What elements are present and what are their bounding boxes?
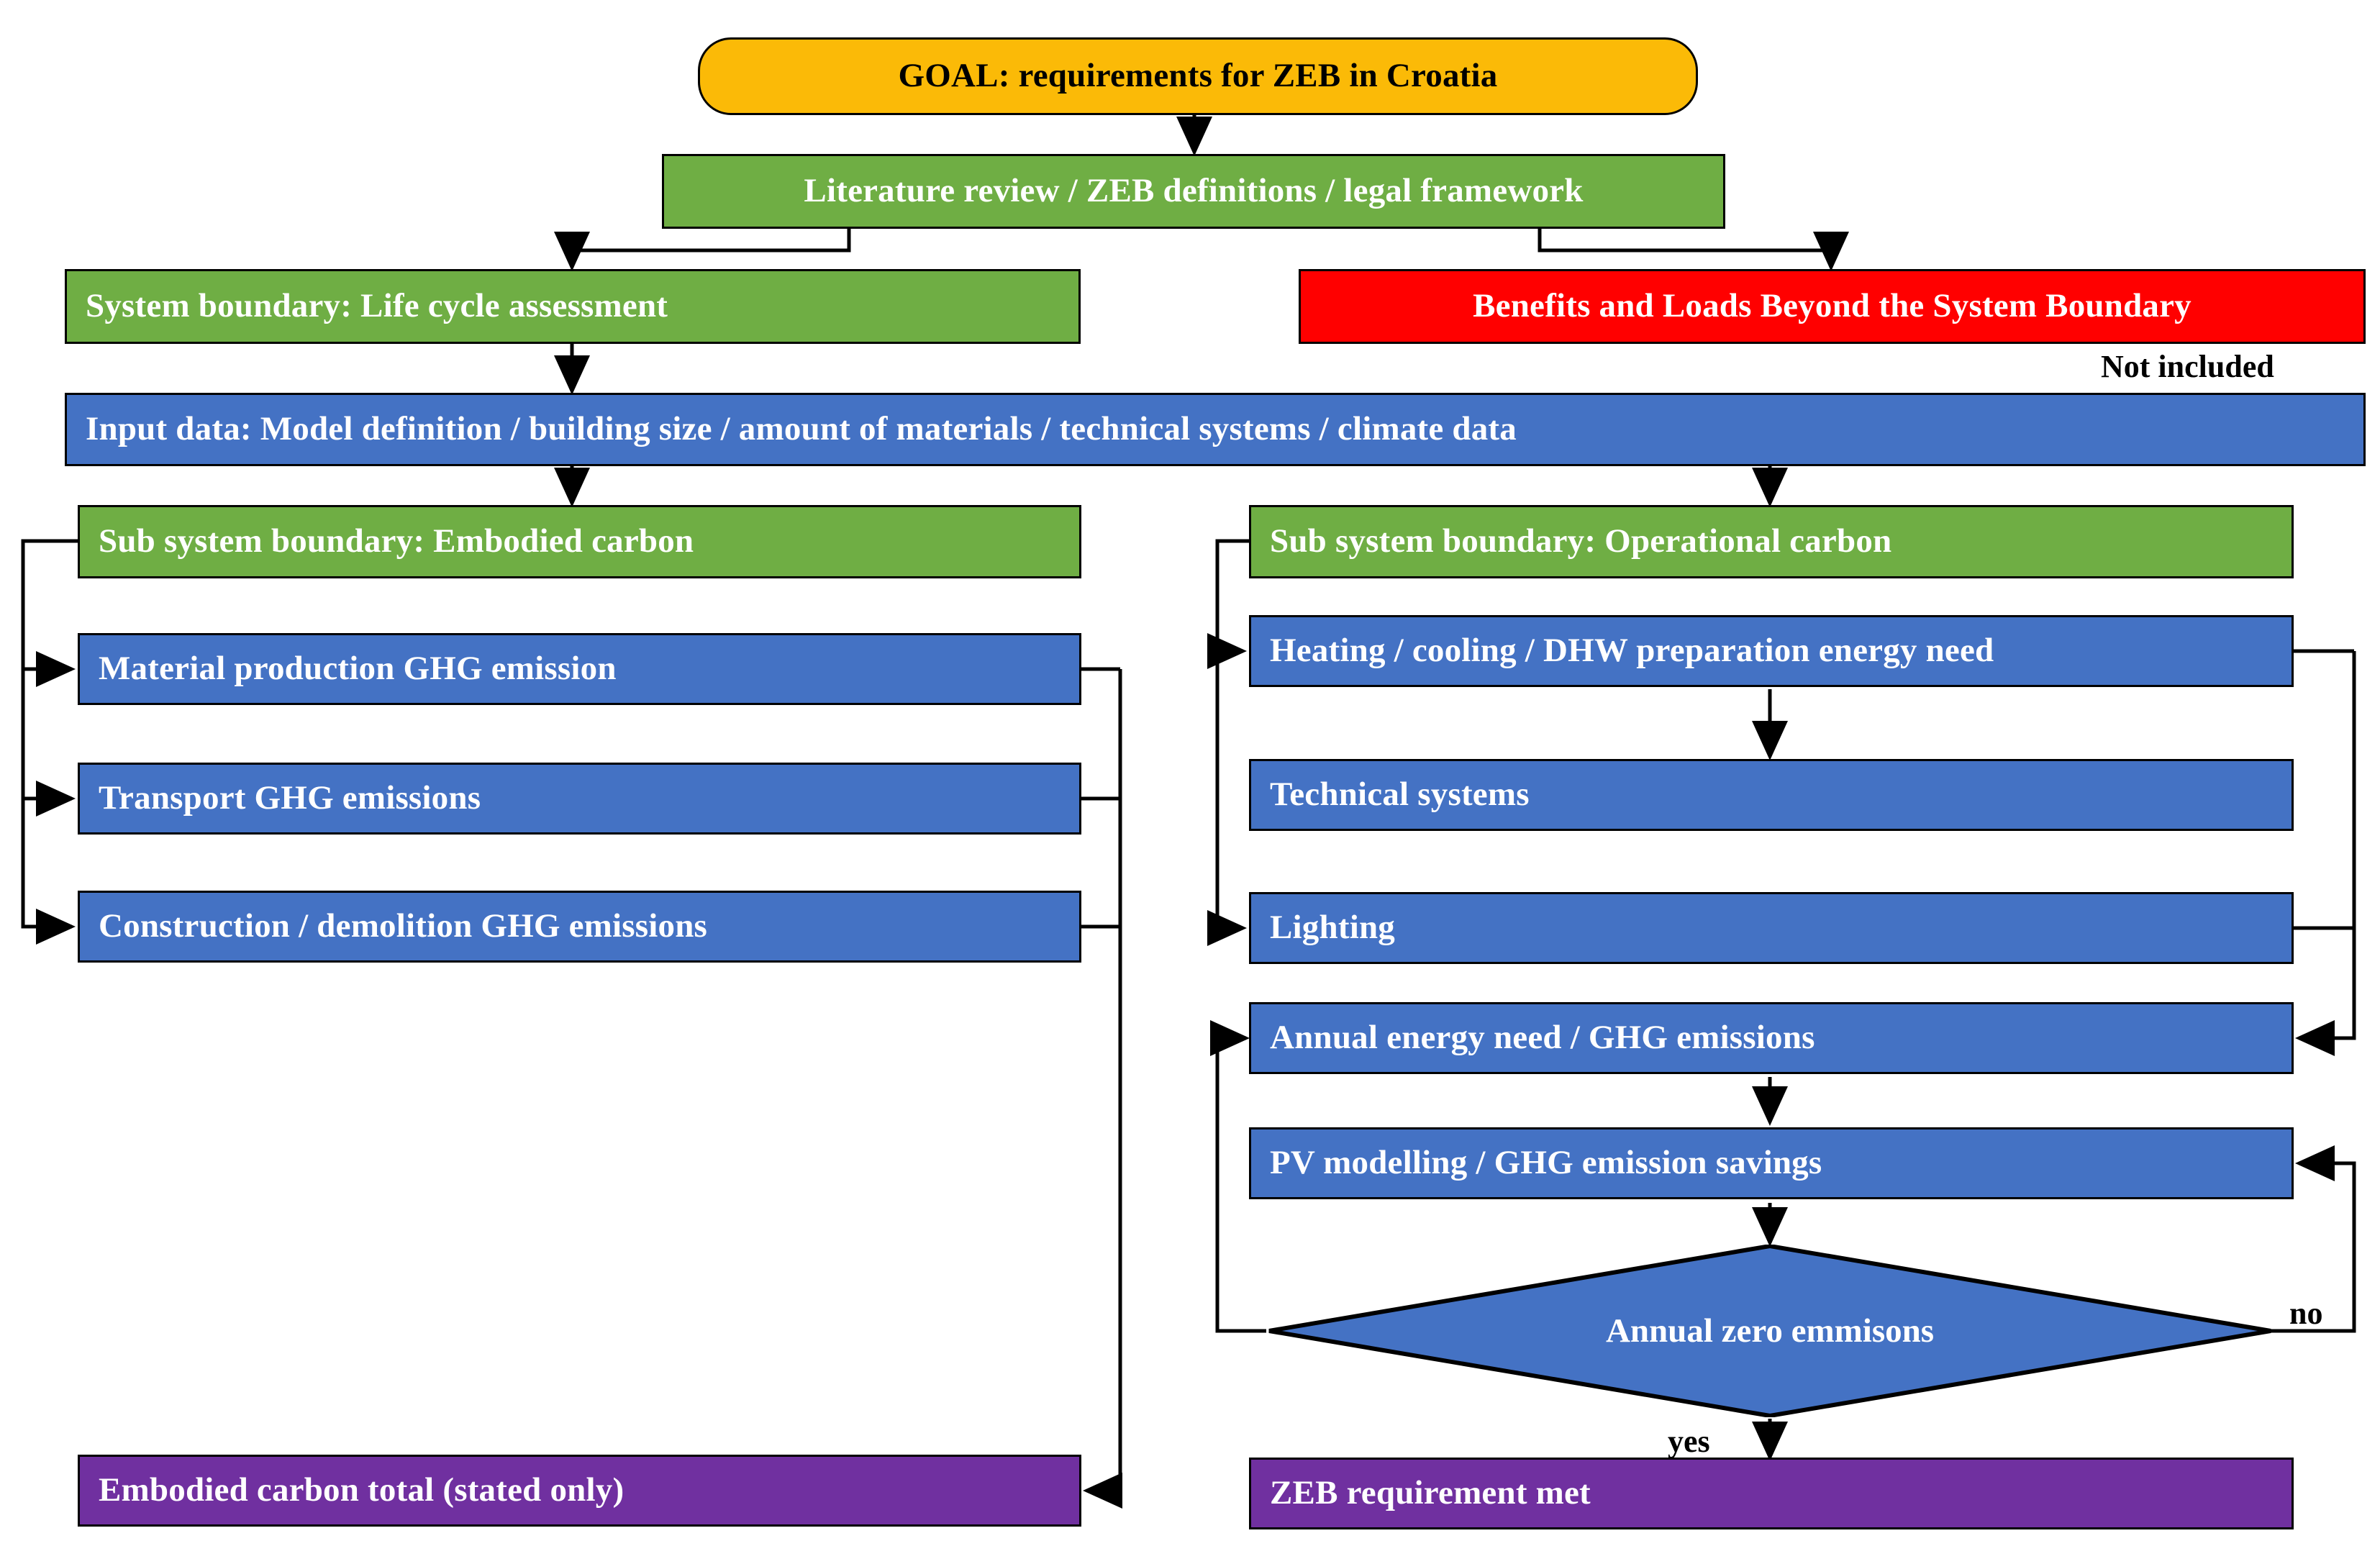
edge-decision-to-annual-energy-loop xyxy=(1210,1020,1266,1333)
node-pv-modelling-label: PV modelling / GHG emission savings xyxy=(1270,1144,1822,1182)
label-not-included: Not included xyxy=(2101,349,2274,384)
node-decision-annual-zero-emissions[interactable]: Annual zero emmisons xyxy=(1266,1243,2274,1419)
node-system-boundary-lca[interactable]: System boundary: Life cycle assessment xyxy=(65,269,1081,344)
node-goal-label: GOAL: requirements for ZEB in Croatia xyxy=(898,57,1498,95)
node-technical-systems[interactable]: Technical systems xyxy=(1249,759,2294,831)
node-literature-review[interactable]: Literature review / ZEB definitions / le… xyxy=(662,154,1725,229)
label-edge-yes: yes xyxy=(1668,1424,1710,1459)
node-embodied-carbon-total-label: Embodied carbon total (stated only) xyxy=(99,1471,624,1509)
node-zeb-requirement-met[interactable]: ZEB requirement met xyxy=(1249,1458,2294,1529)
label-edge-no: no xyxy=(2289,1296,2323,1331)
node-input-data-label: Input data: Model definition / building … xyxy=(86,410,1517,448)
node-system-boundary-lca-label: System boundary: Life cycle assessment xyxy=(86,287,668,325)
node-lighting[interactable]: Lighting xyxy=(1249,892,2294,964)
node-annual-energy-need-label: Annual energy need / GHG emissions xyxy=(1270,1019,1815,1057)
node-transport[interactable]: Transport GHG emissions xyxy=(78,763,1081,835)
edge-operational-to-lighting xyxy=(1207,651,1247,946)
edge-embodied-to-material xyxy=(21,539,78,687)
node-construction-demolition[interactable]: Construction / demolition GHG emissions xyxy=(78,891,1081,963)
node-sub-system-boundary-operational[interactable]: Sub system boundary: Operational carbon xyxy=(1249,505,2294,578)
node-annual-energy-need[interactable]: Annual energy need / GHG emissions xyxy=(1249,1002,2294,1074)
node-sub-system-boundary-embodied-label: Sub system boundary: Embodied carbon xyxy=(99,522,694,560)
node-material-production-label: Material production GHG emission xyxy=(99,650,617,688)
node-heating-cooling-dhw[interactable]: Heating / cooling / DHW preparation ener… xyxy=(1249,615,2294,687)
node-goal[interactable]: GOAL: requirements for ZEB in Croatia xyxy=(698,37,1698,115)
node-zeb-requirement-met-label: ZEB requirement met xyxy=(1270,1474,1591,1512)
node-heating-cooling-dhw-label: Heating / cooling / DHW preparation ener… xyxy=(1270,632,1994,670)
node-sub-system-boundary-operational-label: Sub system boundary: Operational carbon xyxy=(1270,522,1892,560)
node-material-production[interactable]: Material production GHG emission xyxy=(78,633,1081,705)
node-embodied-carbon-total[interactable]: Embodied carbon total (stated only) xyxy=(78,1455,1081,1527)
edge-left-collect-to-embodied-total xyxy=(1083,669,1122,1509)
node-technical-systems-label: Technical systems xyxy=(1270,776,1530,814)
edge-right-collect-to-annual-energy xyxy=(2295,651,2356,1056)
node-transport-label: Transport GHG emissions xyxy=(99,779,481,817)
decision-diamond-shape xyxy=(1268,1243,2271,1419)
edge-literature-to-lca xyxy=(554,229,851,271)
node-construction-demolition-label: Construction / demolition GHG emissions xyxy=(99,907,708,945)
edge-embodied-to-construction xyxy=(21,799,76,945)
edge-literature-to-benefits xyxy=(1538,229,1849,271)
node-benefits-loads[interactable]: Benefits and Loads Beyond the System Bou… xyxy=(1299,269,2366,344)
node-input-data[interactable]: Input data: Model definition / building … xyxy=(65,393,2366,466)
node-pv-modelling[interactable]: PV modelling / GHG emission savings xyxy=(1249,1127,2294,1199)
node-sub-system-boundary-embodied[interactable]: Sub system boundary: Embodied carbon xyxy=(78,505,1081,578)
node-benefits-loads-label: Benefits and Loads Beyond the System Bou… xyxy=(1473,287,2191,325)
node-literature-review-label: Literature review / ZEB definitions / le… xyxy=(804,172,1584,210)
edge-embodied-to-transport xyxy=(21,669,76,817)
edge-operational-to-heating xyxy=(1207,539,1249,669)
node-lighting-label: Lighting xyxy=(1270,909,1395,947)
